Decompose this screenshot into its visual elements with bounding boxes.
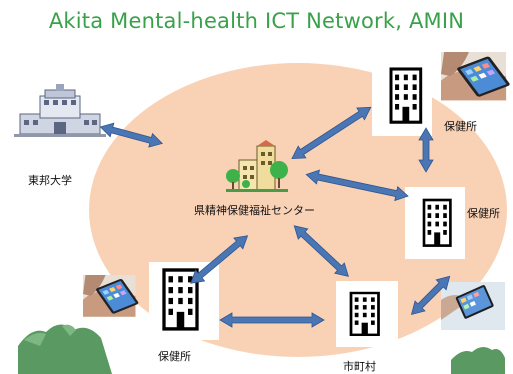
tablet-photo-top: [441, 52, 511, 101]
health-center-left-label: 保健所: [158, 350, 191, 363]
arrow-center-left: [190, 235, 249, 284]
hospital-building-icon: [14, 84, 106, 137]
health-center-right-label: 保健所: [467, 207, 500, 220]
mountain-left: [18, 324, 112, 374]
arrow-bottom-tablet: [410, 275, 451, 316]
arrow-center-top: [291, 106, 372, 159]
university-label: 東邦大学: [28, 174, 72, 187]
tablet-photo-left: [83, 275, 140, 317]
arrow-left-bottom: [219, 312, 325, 328]
mountain-right: [451, 346, 505, 374]
municipality-label: 市町村: [343, 360, 376, 373]
arrow-center-bottom: [293, 225, 349, 277]
tablet-photo-bottom-right: [441, 282, 505, 330]
health-center-top-label: 保健所: [444, 120, 477, 133]
office-building-icon-top: [389, 67, 423, 124]
arrow-top-right: [418, 127, 434, 173]
center-label: 県精神保健福祉センター: [194, 204, 315, 217]
office-building-icon-bottom: [349, 291, 380, 337]
arrow-university-center: [99, 122, 163, 148]
office-building-icon-right: [422, 198, 452, 247]
arrows: [99, 106, 451, 328]
arrow-center-right: [305, 169, 409, 202]
diagram-title: Akita Mental-health ICT Network, AMIN: [48, 9, 465, 33]
center-building-icon: [226, 140, 288, 192]
